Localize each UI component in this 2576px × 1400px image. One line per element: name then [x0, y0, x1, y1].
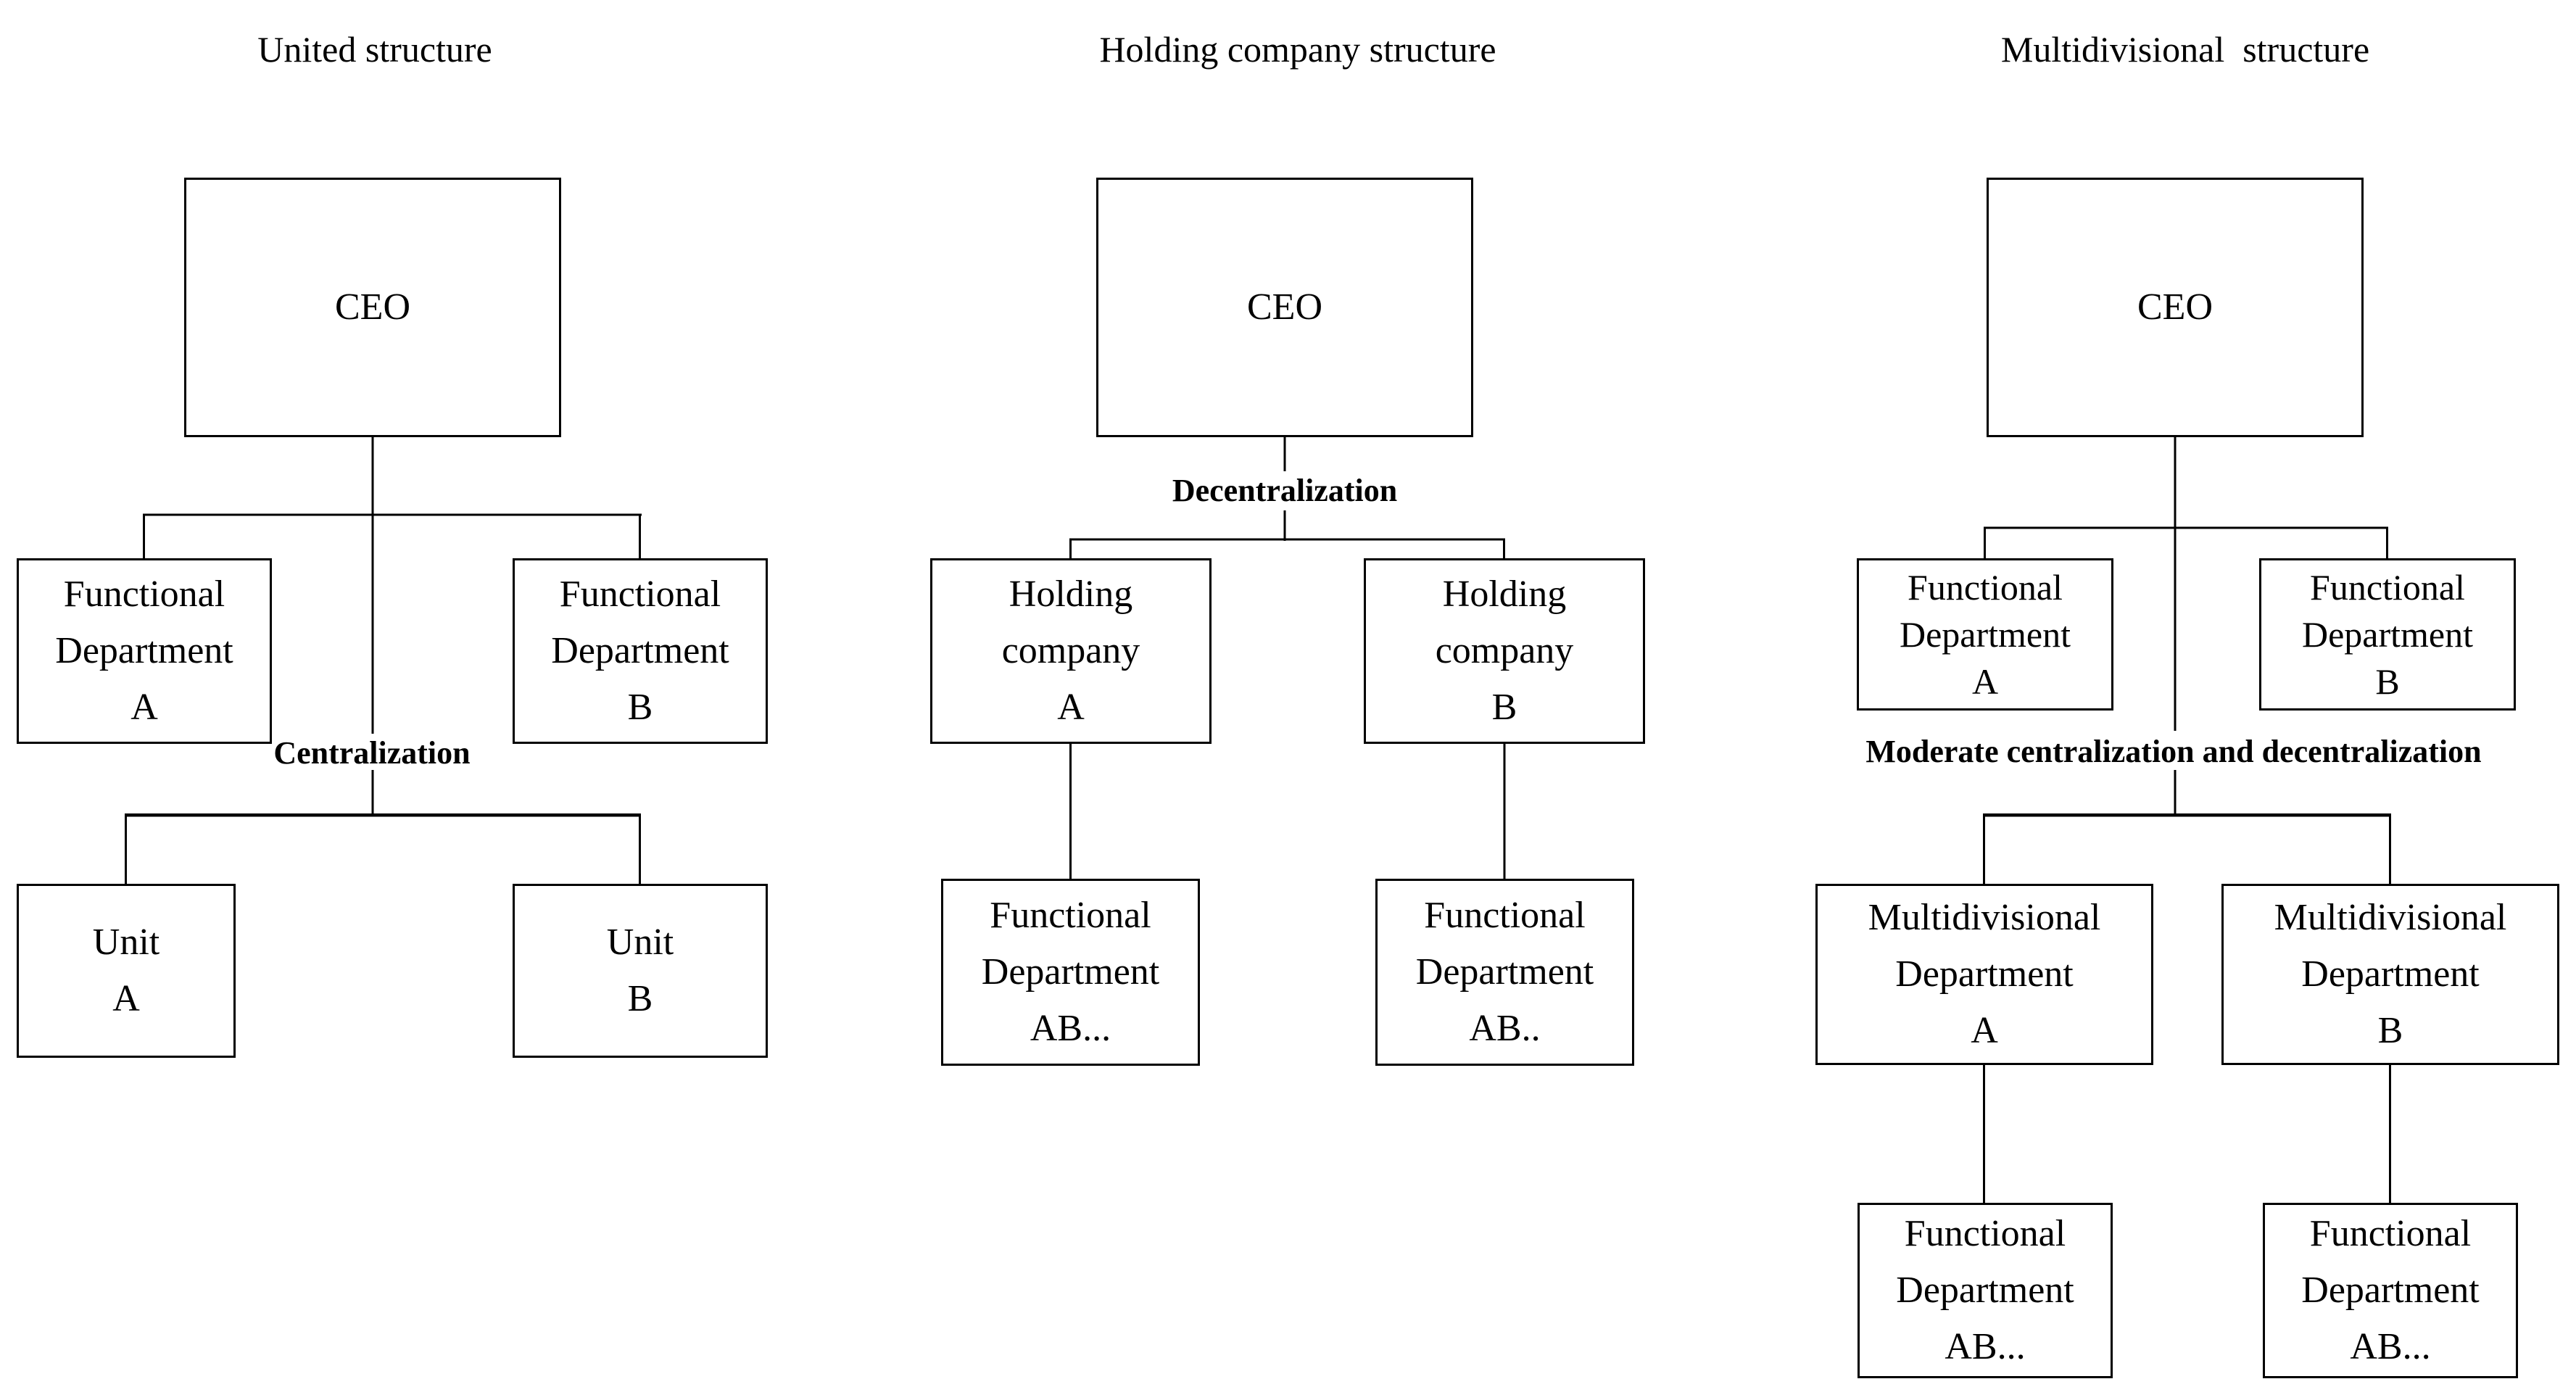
united-structure-title: United structure [257, 29, 492, 70]
moderate-centralization-label: Moderate centralization and decentraliza… [1865, 734, 2482, 769]
holding-functional-dept-ab-right-box: Functional Department AB.. [1375, 879, 1634, 1066]
united-functional-dept-b-box: Functional Department B [513, 558, 768, 744]
multidivisional-functional-dept-b-box: Functional Department B [2259, 558, 2516, 711]
multidivisional-functional-dept-ab-right-box: Functional Department AB... [2263, 1203, 2518, 1378]
multidivisional-functional-dept-ab-left-box: Functional Department AB... [1858, 1203, 2113, 1378]
holding-functional-dept-ab-left-box: Functional Department AB... [941, 879, 1200, 1066]
holding-structure-title: Holding company structure [1099, 29, 1496, 70]
multidivisional-functional-dept-a-box: Functional Department A [1857, 558, 2113, 711]
multidivisional-dept-b-box: Multidivisional Department B [2221, 884, 2559, 1065]
multidivisional-structure-title: Multidivisional structure [2000, 29, 2370, 70]
united-unit-b-box: Unit B [513, 884, 768, 1058]
holding-company-b-box: Holding company B [1364, 558, 1645, 744]
multidivisional-ceo-box: CEO [1987, 178, 2364, 437]
holding-company-a-box: Holding company A [930, 558, 1212, 744]
holding-ceo-box: CEO [1096, 178, 1473, 437]
decentralization-label: Decentralization [1172, 473, 1398, 508]
multidivisional-dept-a-box: Multidivisional Department A [1815, 884, 2153, 1065]
united-ceo-box: CEO [184, 178, 561, 437]
united-functional-dept-a-box: Functional Department A [17, 558, 272, 744]
united-unit-a-box: Unit A [17, 884, 236, 1058]
centralization-label: Centralization [273, 735, 471, 771]
